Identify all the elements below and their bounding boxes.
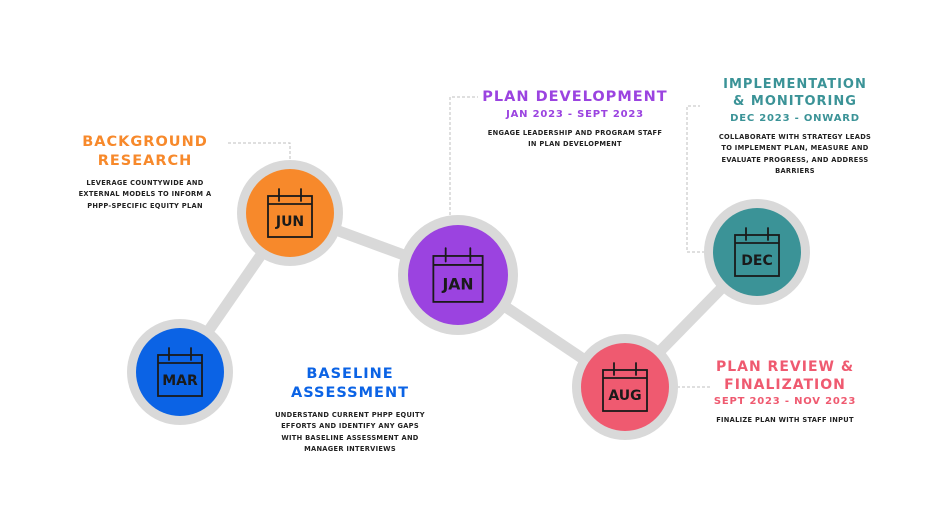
leader-line	[228, 142, 291, 160]
milestone-title: BACKGROUND RESEARCH	[82, 134, 208, 169]
leader-lines	[228, 96, 712, 388]
milestone-nodes: MAR JUN JAN AUG DEC	[127, 160, 810, 440]
calendar-icon: JUN	[267, 188, 313, 238]
milestone-description: LEVERAGE COUNTYWIDE AND EXTERNAL MODELS …	[78, 177, 212, 210]
milestone-title: PLAN REVIEW & FINALIZATION	[715, 359, 855, 394]
milestone-node-dec: DEC	[704, 199, 810, 305]
node-circle	[136, 328, 224, 416]
month-label: AUG	[608, 388, 641, 404]
label-plan-development: PLAN DEVELOPMENT JAN 2023 - SEPT 2023 EN…	[470, 88, 680, 150]
milestone-dates: DEC 2023 - ONWARD	[730, 112, 860, 124]
milestone-node-jun: JUN	[237, 160, 343, 266]
milestone-dates: SEPT 2023 - NOV 2023	[713, 396, 857, 408]
calendar-icon: MAR	[157, 347, 203, 397]
month-label: DEC	[741, 253, 772, 269]
milestone-node-aug: AUG	[572, 334, 678, 440]
leader-line	[449, 96, 478, 215]
milestone-description: UNDERSTAND CURRENT PHPP EQUITY EFFORTS A…	[275, 409, 425, 454]
label-baseline-assessment: BASELINE ASSESSMENT UNDERSTAND CURRENT P…	[245, 365, 455, 455]
milestone-dates: JAN 2023 - SEPT 2023	[506, 108, 644, 120]
node-circle	[713, 208, 801, 296]
milestone-title: PLAN DEVELOPMENT	[482, 89, 668, 105]
milestone-node-mar: MAR	[127, 319, 233, 425]
label-background-research: BACKGROUND RESEARCH LEVERAGE COUNTYWIDE …	[60, 133, 230, 211]
label-implementation-monitoring: IMPLEMENTATION & MONITORING DEC 2023 - O…	[690, 77, 900, 177]
calendar-icon: AUG	[602, 362, 648, 412]
month-label: JAN	[441, 275, 473, 294]
milestone-description: FINALIZE PLAN WITH STAFF INPUT	[716, 415, 854, 425]
month-label: MAR	[162, 373, 198, 389]
month-label: JUN	[275, 214, 304, 230]
milestone-node-jan: JAN	[398, 215, 518, 335]
milestone-title: BASELINE ASSESSMENT	[291, 366, 409, 401]
calendar-icon: JAN	[432, 247, 484, 303]
calendar-icon: DEC	[734, 227, 780, 277]
node-circle	[246, 169, 334, 257]
milestone-description: ENGAGE LEADERSHIP AND PROGRAM STAFF IN P…	[487, 127, 663, 149]
node-circle	[581, 343, 669, 431]
milestone-title: IMPLEMENTATION & MONITORING	[723, 77, 867, 109]
milestone-description: COLLABORATE WITH STRATEGY LEADS TO IMPLE…	[718, 131, 872, 176]
label-plan-review: PLAN REVIEW & FINALIZATION SEPT 2023 - N…	[680, 358, 890, 426]
leader-line	[686, 105, 710, 253]
